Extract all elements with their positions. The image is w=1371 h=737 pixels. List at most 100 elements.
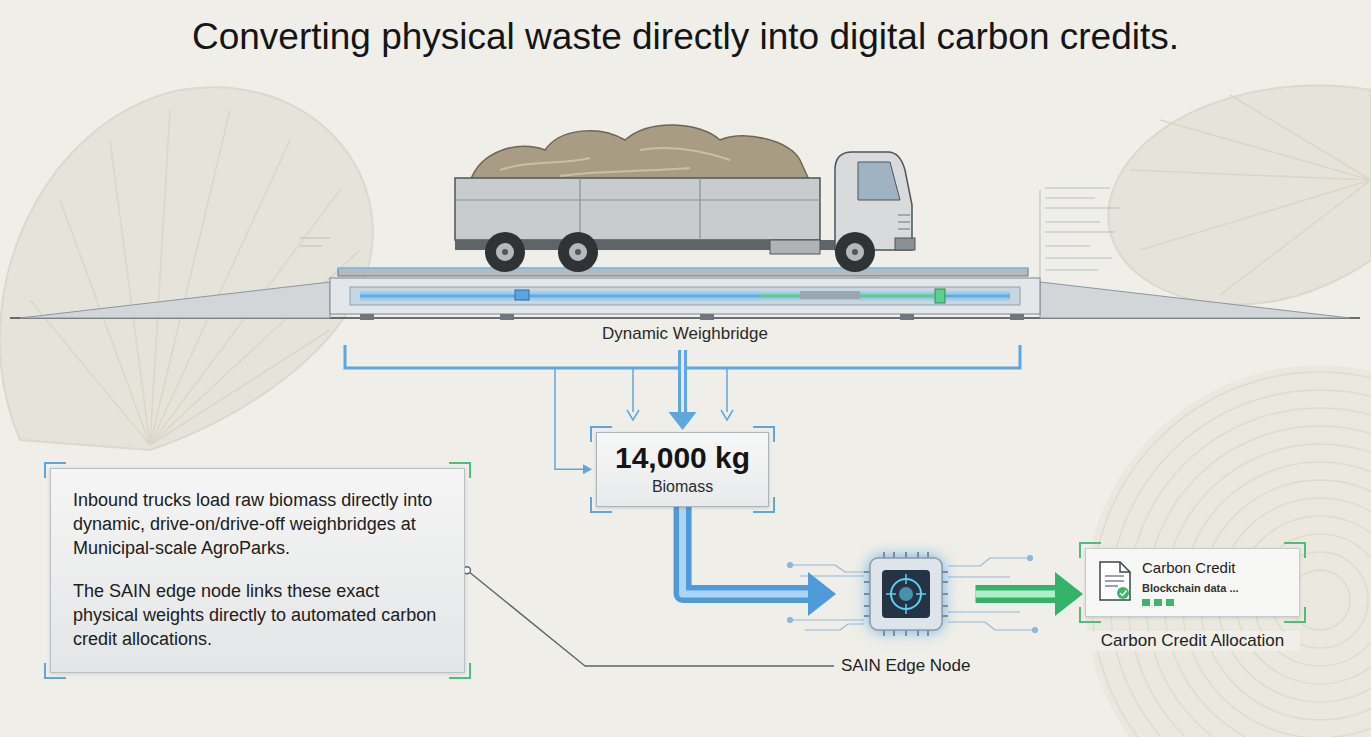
- connector-line: [467, 570, 834, 666]
- credit-data: Blockchain data ...: [1142, 582, 1239, 594]
- weighbridge: [900, 314, 914, 320]
- truck: [569, 243, 587, 261]
- edge-node: SAIN Edge Node: [838, 552, 973, 676]
- document-icon: [1120, 562, 1130, 572]
- connector: [669, 350, 697, 430]
- document-icon: [1105, 576, 1124, 586]
- truck: [558, 232, 598, 272]
- mushroom-right: [1108, 86, 1371, 305]
- weighbridge-zone: Dynamic Weighbridge: [330, 262, 1040, 348]
- connector-line: [683, 507, 813, 595]
- circuit-traces: [1033, 628, 1038, 633]
- weight-readout: 14,000 kg Biomass: [596, 432, 769, 507]
- chip-icon: [882, 570, 930, 618]
- truck: [895, 238, 915, 250]
- weighbridge: [360, 314, 374, 320]
- weighbridge: [338, 268, 1028, 276]
- weighbridge: [360, 295, 1010, 298]
- corner-bracket: [590, 426, 612, 442]
- weighbridge: [10, 268, 1360, 320]
- chip-icon: [864, 552, 948, 636]
- chip-icon: [886, 574, 926, 614]
- circuit-traces: [788, 563, 793, 568]
- connector: [683, 507, 836, 617]
- corner-bracket: [44, 462, 66, 478]
- status-square: [1166, 599, 1174, 606]
- weighbridge: [20, 282, 330, 318]
- carbon-credit-node: Carbon CreditBlockchain data ...Carbon C…: [1085, 548, 1300, 651]
- connector-core: [683, 507, 813, 595]
- connector-line: [975, 585, 1059, 603]
- description-text: Inbound trucks load raw biomass directly…: [73, 489, 442, 560]
- connector-core: [975, 591, 1059, 598]
- status-square: [1142, 599, 1150, 606]
- document-icon: [1117, 587, 1129, 599]
- weighbridge: [700, 314, 714, 320]
- corner-bracket: [1284, 607, 1306, 623]
- truck: [470, 125, 810, 182]
- weight-unit-label: Biomass: [615, 478, 750, 496]
- annotation-lines: [1045, 188, 1120, 270]
- weighbridge: [515, 290, 529, 300]
- annotation-lines: [300, 238, 330, 246]
- circuit-traces: [788, 618, 793, 623]
- truck: [898, 215, 910, 229]
- truck: [485, 232, 525, 272]
- circuit-traces: [1028, 556, 1033, 561]
- truck: [846, 243, 864, 261]
- corner-bracket: [449, 663, 471, 679]
- truck: [575, 249, 581, 255]
- truck: [858, 162, 900, 200]
- corner-bracket: [449, 462, 471, 478]
- mushroom-right: [1108, 86, 1371, 305]
- corner-bracket: [753, 426, 775, 442]
- feed-line: [555, 368, 584, 469]
- tree-rings: [1085, 365, 1371, 737]
- feed-line: [555, 368, 592, 474]
- mushroom-left: [0, 87, 373, 450]
- arrowhead: [808, 572, 836, 616]
- arrowhead: [669, 412, 697, 430]
- truck: [455, 178, 820, 240]
- connector: [975, 572, 1083, 616]
- chip-icon: [870, 558, 942, 630]
- document-icon: [1098, 560, 1132, 606]
- document-icon: [1100, 562, 1130, 600]
- corner-bracket: [590, 497, 612, 513]
- weight-value: 14,000 kg: [615, 441, 750, 476]
- credit-text: Carbon CreditBlockchain data ...: [1142, 559, 1239, 606]
- connector-core: [681, 350, 684, 415]
- weighbridge: [360, 292, 1010, 301]
- corner-bracket: [753, 497, 775, 513]
- weighbridge: [338, 267, 1028, 269]
- status-square: [1154, 599, 1162, 606]
- truck: [835, 232, 875, 272]
- weighbridge: [1040, 282, 1350, 318]
- document-icon: [1120, 590, 1127, 595]
- truck: [500, 148, 730, 176]
- truck: [852, 249, 858, 255]
- corner-bracket: [1079, 542, 1101, 558]
- credit-title: Carbon Credit: [1142, 559, 1239, 576]
- corner-bracket: [1079, 607, 1101, 623]
- truck: [770, 240, 820, 254]
- arrowhead: [583, 464, 592, 474]
- corner-bracket: [44, 663, 66, 679]
- mushroom-left: [30, 110, 360, 445]
- weighbridge: [935, 289, 945, 303]
- truck: [455, 125, 915, 272]
- chip-icon: [899, 587, 913, 601]
- weighbridge: [1010, 314, 1024, 320]
- status-squares: [1142, 599, 1239, 606]
- description-box: Inbound trucks load raw biomass directly…: [50, 468, 465, 673]
- title: Converting physical waste directly into …: [0, 16, 1371, 58]
- weighbridge-label: Dynamic Weighbridge: [596, 324, 774, 344]
- credit-card: Carbon CreditBlockchain data ...: [1085, 548, 1300, 617]
- document-icon: [1098, 560, 1132, 602]
- weighbridge: [350, 287, 1020, 305]
- collector-bracket: [345, 345, 1020, 420]
- truck: [455, 178, 820, 240]
- node-label: SAIN Edge Node: [838, 656, 973, 676]
- chip-icon: [864, 552, 948, 636]
